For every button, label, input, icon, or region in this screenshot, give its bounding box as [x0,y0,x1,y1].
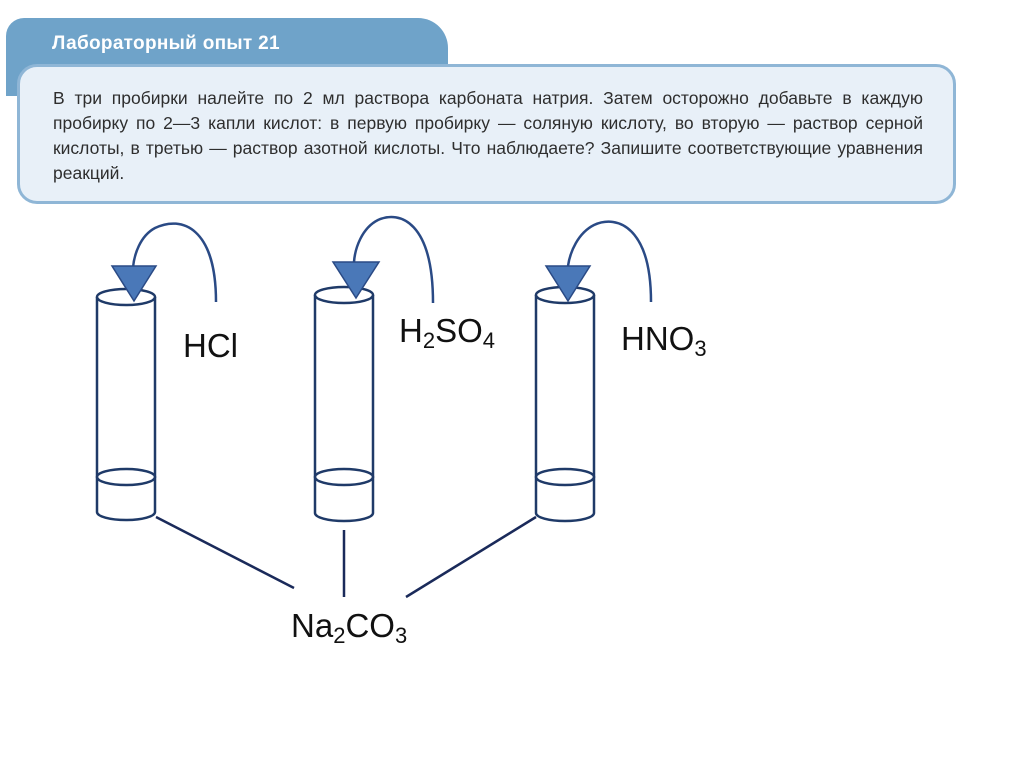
label-hcl: HCl [183,327,238,364]
dropper-arrow-1-icon [110,222,218,303]
dropper-arrow-2-icon [331,215,435,304]
dropper-arrow-3-icon [544,220,653,303]
test-tube-3 [534,285,596,523]
page-title: Лабораторный опыт 21 [52,33,280,54]
test-tube-2 [313,285,375,523]
label-h2so4: H2SO4 [399,312,496,353]
label-hno3: HNO3 [621,320,707,361]
task-box [17,64,956,204]
task-text: В три пробирки налейте по 2 мл раствора … [53,88,923,183]
test-tube-1 [95,287,157,522]
label-na2co3: Na2CO3 [291,607,408,648]
connector-lines [155,515,537,599]
